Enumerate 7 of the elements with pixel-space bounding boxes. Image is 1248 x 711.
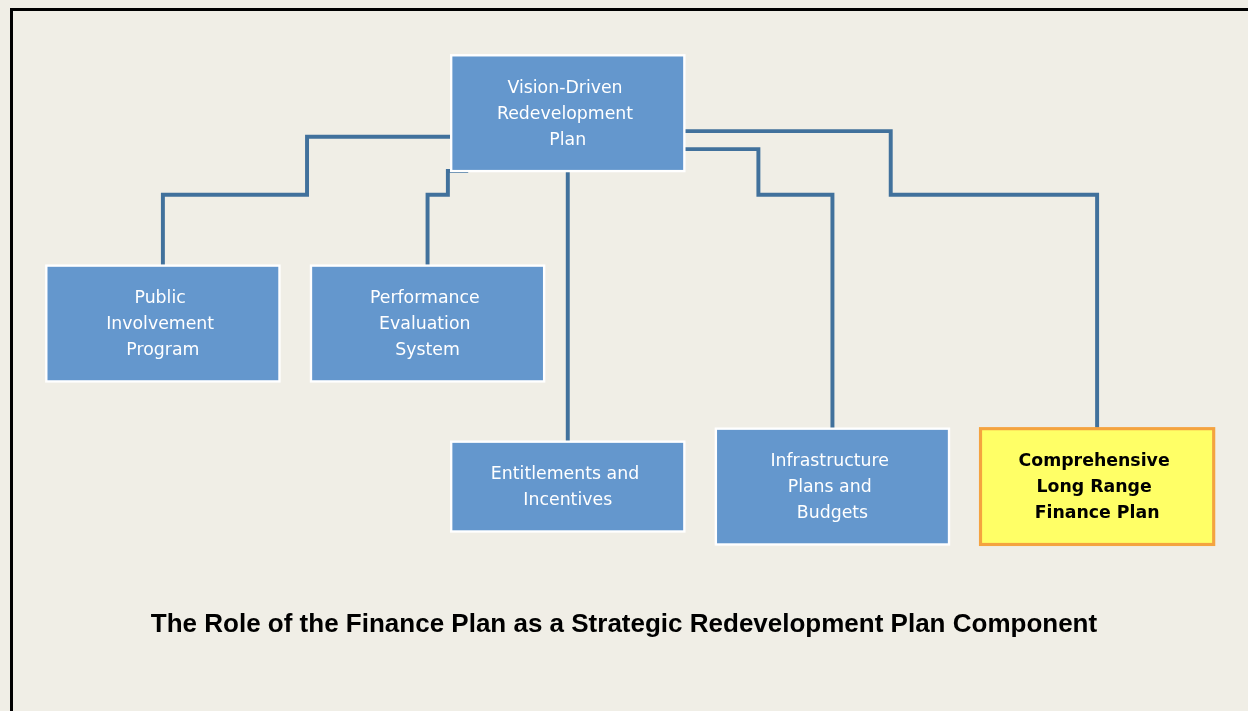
node-box: Infrastructure Plans and Budgets — [714, 427, 951, 546]
node-box: Comprehensive Long Range Finance Plan — [978, 427, 1216, 547]
caption: The Role of the Finance Plan as a Strategic Redevelopment Plan Component — [149, 608, 1099, 639]
node-box: Performance Evaluation System — [309, 264, 546, 383]
node-box: Public Involvement Program — [45, 264, 281, 383]
node-box: Entitlements and Incentives — [450, 440, 686, 533]
node-box: Vision-Driven Redevelopment Plan — [450, 54, 686, 173]
